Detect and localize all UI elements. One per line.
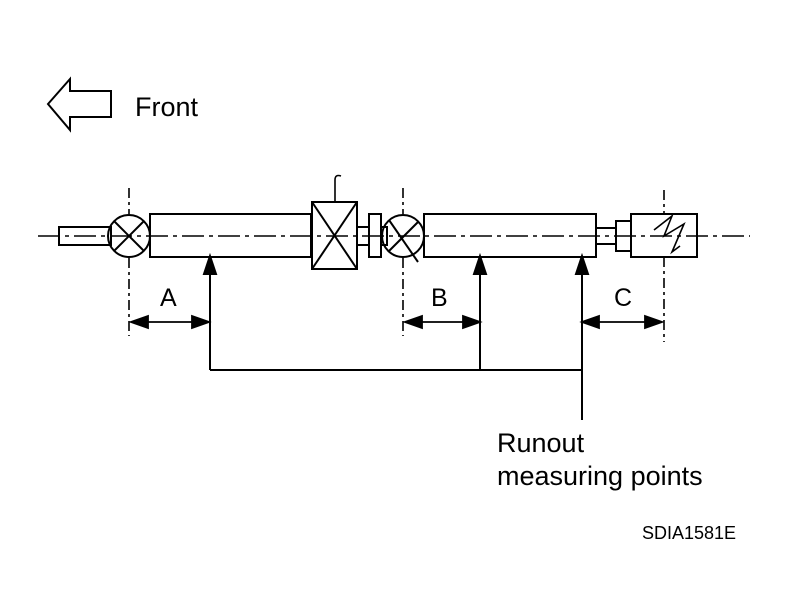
front-label: Front xyxy=(135,92,199,122)
runout-leader-lines xyxy=(202,252,590,420)
dimension-b-label: B xyxy=(431,284,448,312)
front-universal-joint xyxy=(107,188,151,336)
dimension-a-label: A xyxy=(160,284,177,312)
runout-callout-line1: Runout xyxy=(497,428,585,458)
rear-slip-yoke xyxy=(630,190,698,342)
figure-code: SDIA1581E xyxy=(642,523,737,543)
front-arrow-icon xyxy=(46,76,112,133)
front-stub-shaft xyxy=(58,226,112,246)
center-universal-joint xyxy=(381,188,425,336)
dimension-b xyxy=(402,314,483,330)
dimension-c xyxy=(579,314,665,330)
center-bearing xyxy=(311,174,370,270)
dimension-c-label: C xyxy=(614,284,633,312)
runout-callout: Runout measuring points xyxy=(497,427,703,493)
dimension-a xyxy=(128,314,212,330)
runout-callout-line2: measuring points xyxy=(497,461,703,491)
